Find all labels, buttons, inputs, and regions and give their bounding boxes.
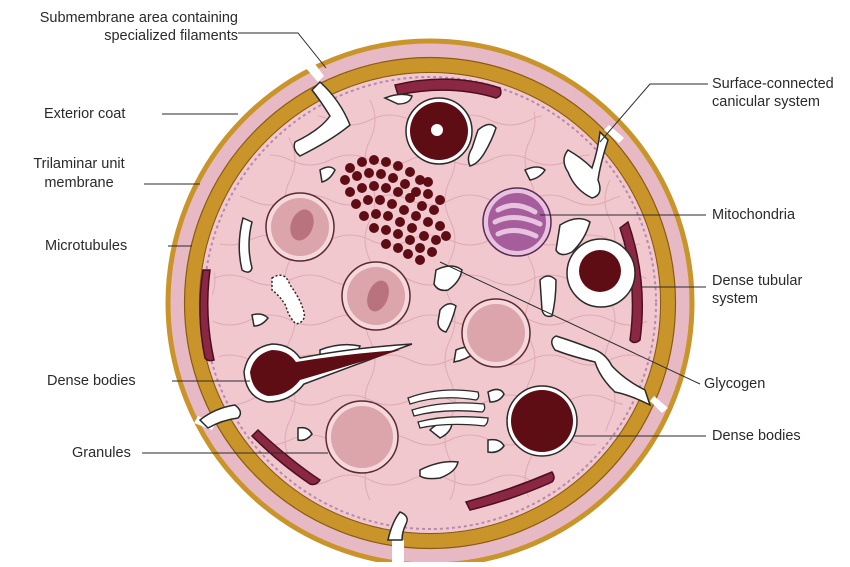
label-dense-bodies-left: Dense bodies <box>47 373 136 390</box>
mitochondria <box>483 188 551 256</box>
label-surface-connected-line1: Surface-connected <box>712 76 834 93</box>
label-exterior-coat: Exterior coat <box>44 106 125 123</box>
label-dense-bodies-right: Dense bodies <box>712 428 801 445</box>
label-trilaminar-line2: membrane <box>18 175 140 192</box>
label-granules: Granules <box>72 445 131 462</box>
label-glycogen: Glycogen <box>704 376 765 393</box>
label-surface-connected-line2: canicular system <box>712 94 820 111</box>
label-mitochondria: Mitochondria <box>712 207 795 224</box>
label-trilaminar-line1: Trilaminar unit <box>18 156 140 173</box>
membrane-stack <box>408 390 488 428</box>
label-submembrane-line2: specialized filaments <box>10 28 238 45</box>
label-submembrane-line1: Submembrane area containing <box>10 10 238 27</box>
label-microtubules: Microtubules <box>45 238 127 255</box>
label-dense-tubular-line1: Dense tubular <box>712 273 802 290</box>
label-dense-tubular-line2: system <box>712 291 758 308</box>
